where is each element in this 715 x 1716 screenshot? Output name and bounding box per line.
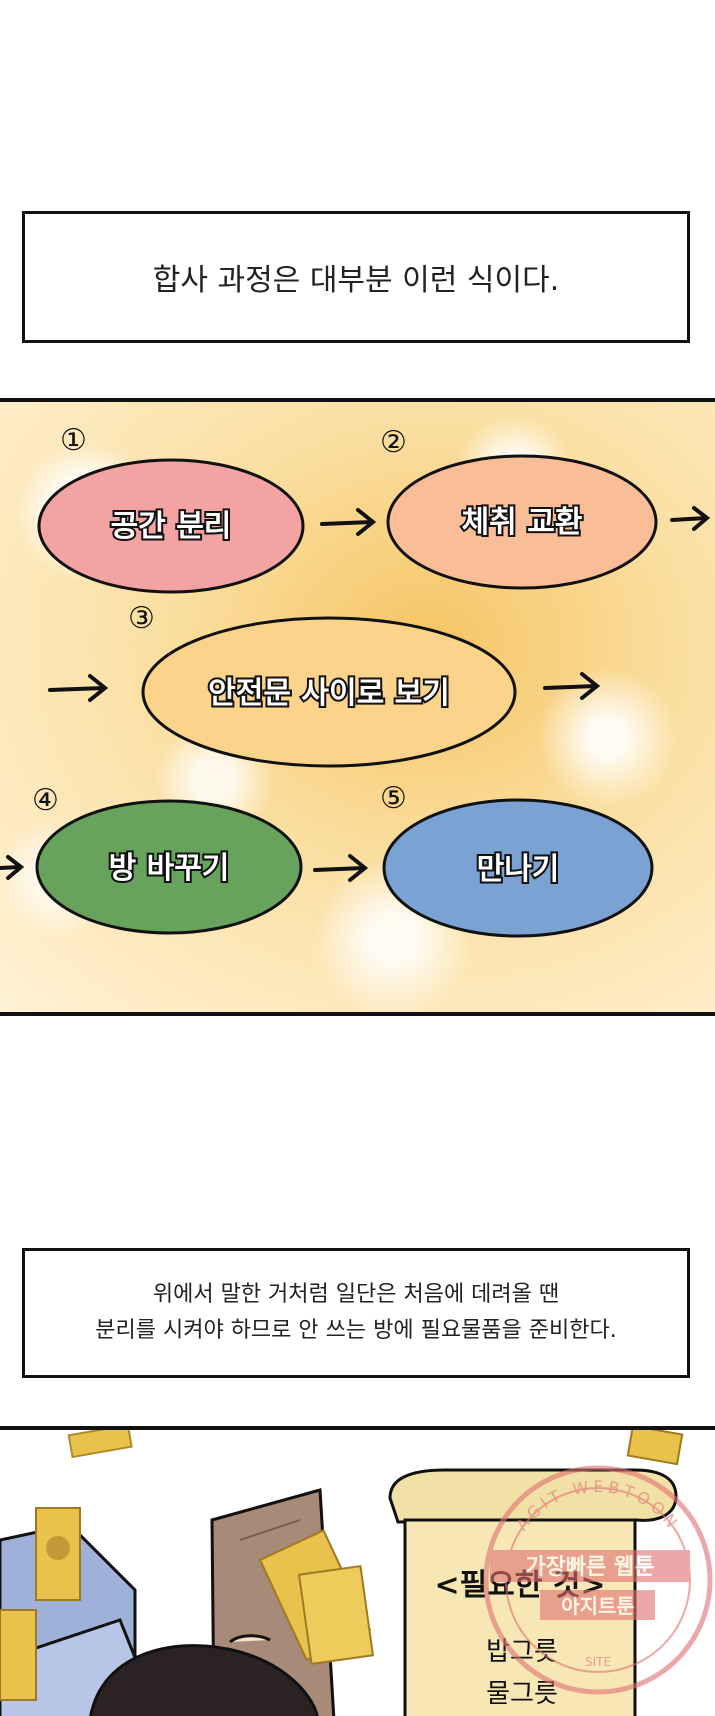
step-4-label: 방 바꾸기 [109,851,230,886]
step-4-number: ④ [32,783,59,818]
step-2-number: ② [380,425,407,460]
step-3-ellipse [141,616,517,768]
step-2-ellipse [386,454,658,590]
caption-box-middle: 위에서 말한 거처럼 일단은 처음에 데려올 땐 분리를 시켜야 하므로 안 쓰… [22,1248,690,1378]
step-3: ③ 안전문 사이로 보기 [128,601,517,768]
caption-line-2: 분리를 시켜야 하므로 안 쓰는 방에 필요물품을 준비한다. [95,1318,617,1343]
step-3-number: ③ [128,601,155,636]
step-4-ellipse [35,799,303,935]
caption-line-1: 위에서 말한 거처럼 일단은 처음에 데려올 땐 [152,1282,560,1307]
step-3-label: 안전문 사이로 보기 [208,676,450,711]
arrow-icon [48,674,109,702]
arrow-icon [313,854,369,882]
step-2-label: 체취 교환 [462,505,583,540]
scroll-item-2: 물그릇 [486,1679,558,1709]
watermark-line-1: 가장빠른 웹툰 [525,1555,654,1580]
step-2: ② 체취 교환 [380,425,658,590]
step-5: ⑤ 만나기 [380,781,654,938]
arrow-icon [543,672,601,700]
step-5-ellipse [382,798,654,938]
arrow-icon [0,855,25,880]
process-flow-panel: ① 공간 분리 ② 체취 교환 ③ 안전문 사이로 보기 [0,398,715,1016]
flow-diagram: ① 공간 분리 ② 체취 교환 ③ 안전문 사이로 보기 [0,423,711,938]
arrow-icon [670,506,711,531]
step-5-number: ⑤ [380,781,407,816]
watermark-line-2: 아지트툰 [561,1594,635,1618]
step-1-label: 공간 분리 [111,509,232,544]
supplies-illustration: <필요한 것> 밥그릇 물그릇 AGIT WEBTOON 가장빠른 웹툰 아지트… [0,1430,713,1716]
caption-text: 합사 과정은 대부분 이런 식이다. [152,263,560,298]
step-5-label: 만나기 [477,852,560,887]
arrow-icon [320,508,377,536]
step-1-number: ① [60,423,87,458]
step-1: ① 공간 분리 [37,423,305,594]
step-1-ellipse [37,458,305,594]
banknote-icon [0,1430,684,1701]
watermark-small-text: SITE [585,1655,611,1669]
supplies-panel: <필요한 것> 밥그릇 물그릇 AGIT WEBTOON 가장빠른 웹툰 아지트… [0,1426,715,1716]
step-4: ④ 방 바꾸기 [32,783,303,935]
caption-box-top: 합사 과정은 대부분 이런 식이다. [22,211,690,343]
